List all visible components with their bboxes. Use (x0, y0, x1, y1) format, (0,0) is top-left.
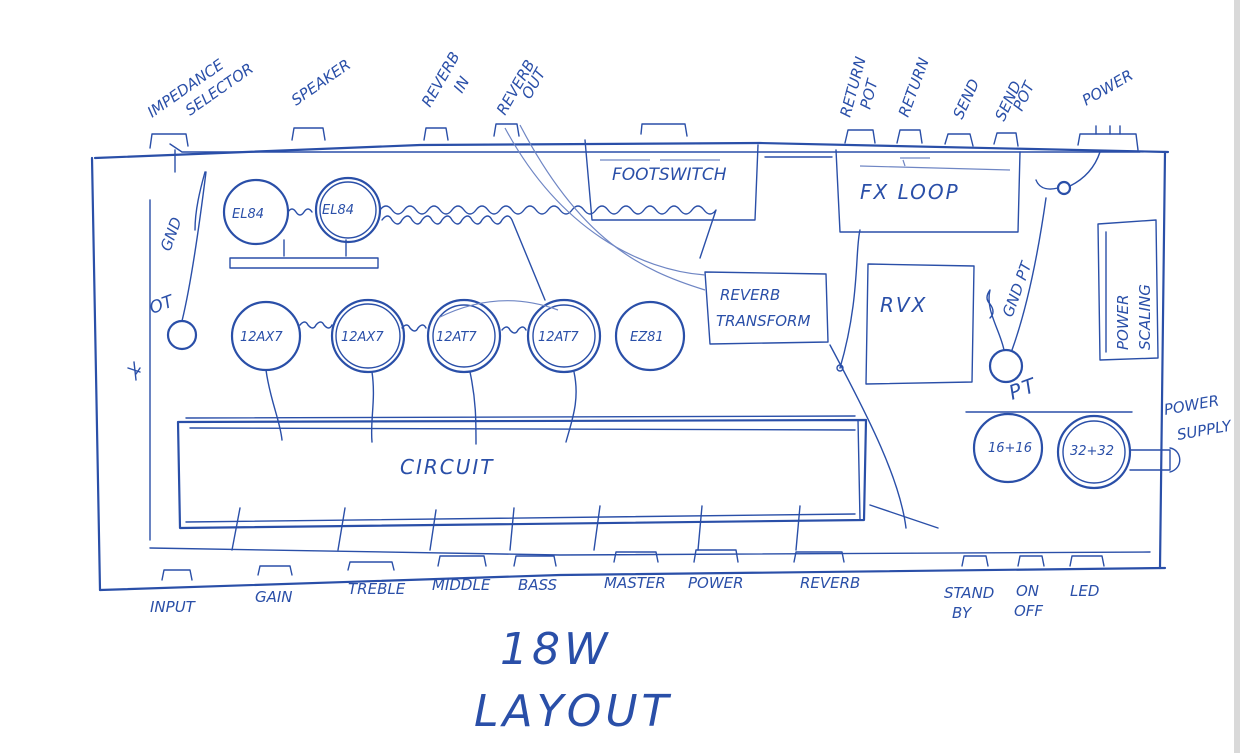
layout-title: 18W LAYOUT (474, 624, 672, 737)
standby-label-2: BY (952, 604, 973, 622)
send-label: SEND (949, 76, 983, 121)
title-line-1: 18W (500, 624, 612, 675)
fx-loop-box: FX LOOP (835, 149, 1021, 233)
return-label: RETURN (895, 55, 933, 119)
preamp-tubes: 12AX7 12AX7 12AT7 12AT7 EZ81 (230, 298, 686, 374)
rectifier-tube-label: EZ81 (630, 330, 664, 345)
cap-16-label: 16+16 (988, 441, 1032, 456)
circuit-label: CIRCUIT (400, 455, 494, 479)
power-scaling-label-2: SCALING (1136, 284, 1154, 350)
power-scaling-label-1: POWER (1114, 294, 1132, 350)
chassis (90, 141, 1170, 592)
master-label: MASTER (604, 574, 666, 592)
page-edge (1234, 0, 1240, 753)
front-jacks (161, 549, 1105, 581)
power-label-front: POWER (688, 574, 744, 592)
heater-wires (299, 205, 717, 334)
power-transformer: GND PT PT (986, 151, 1101, 405)
middle-label: MIDDLE (432, 576, 491, 594)
footswitch-box: FOOTSWITCH (584, 139, 833, 221)
preamp-tube-3-label: 12AT7 (436, 330, 477, 345)
preamp-tube-1-label: 12AX7 (240, 330, 283, 345)
reverb-label: REVERB (800, 574, 860, 592)
power-tube-2-label: EL84 (322, 203, 354, 218)
cap-32-label: 32+32 (1070, 444, 1114, 459)
speaker-label: SPEAKER (288, 56, 354, 110)
reverb-transformer-label-1: REVERB (720, 286, 780, 304)
power-supply-label-1: POWER (1163, 392, 1221, 419)
power-tube-1-label: EL84 (232, 207, 264, 222)
gain-label: GAIN (255, 588, 293, 606)
ot-label: OT (147, 291, 178, 318)
circuit-board: CIRCUIT (176, 369, 939, 551)
reverb-section: REVERB TRANSFORM RVX (504, 124, 975, 529)
power-scaling-box: POWER SCALING (1097, 219, 1159, 361)
on-off-label-2: OFF (1014, 602, 1043, 620)
input-label: INPUT (150, 598, 197, 616)
led-label: LED (1070, 582, 1099, 600)
treble-label: TREBLE (348, 580, 406, 598)
rear-jacks (149, 123, 1139, 151)
pt-label: PT (1006, 372, 1041, 404)
front-labels: INPUT GAIN TREBLE MIDDLE BASS MASTER POW… (150, 574, 1099, 622)
preamp-tube-4-label: 12AT7 (538, 330, 579, 345)
bass-label: BASS (518, 576, 558, 594)
preamp-tube-2-label: 12AX7 (341, 330, 384, 345)
gnd-pt-label: GND PT (999, 258, 1036, 320)
power-label-top: POWER (1079, 66, 1136, 109)
rvx-label: RVX (880, 293, 927, 317)
output-transformer: OT GND (127, 171, 207, 381)
power-tubes: EL84 EL84 (222, 176, 382, 269)
on-off-label-1: ON (1016, 582, 1039, 600)
gnd-label: GND (157, 215, 186, 253)
reverb-in-label-2: IN (450, 73, 473, 96)
filter-caps: 16+16 32+32 POWER SUPPLY (965, 392, 1235, 490)
title-line-2: LAYOUT (474, 686, 672, 737)
rear-labels: IMPEDANCE SELECTOR SPEAKER REVERB IN REV… (144, 49, 1136, 124)
power-supply-label-2: SUPPLY (1176, 416, 1235, 444)
reverb-transformer-label-2: TRANSFORM (716, 312, 810, 330)
standby-label-1: STAND (944, 584, 994, 602)
footswitch-label: FOOTSWITCH (612, 165, 727, 185)
fx-loop-label: FX LOOP (860, 180, 960, 204)
